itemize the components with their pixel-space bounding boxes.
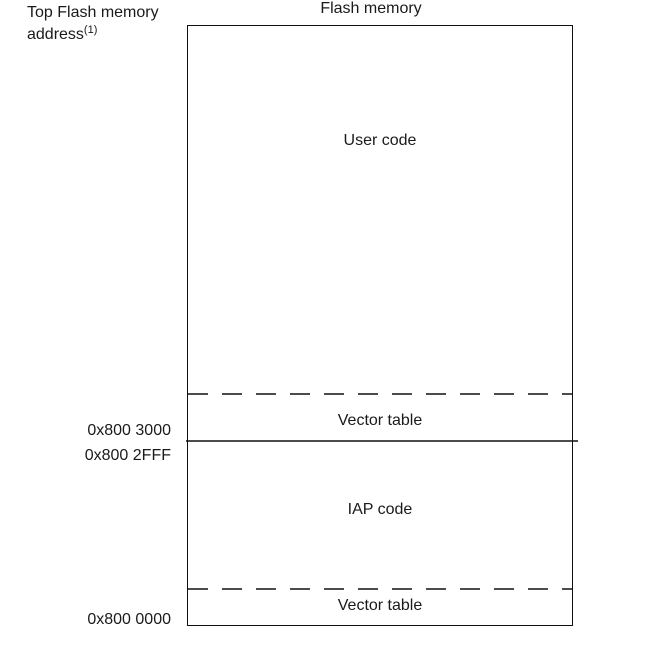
top-flash-address-label: Top Flash memory address(1): [27, 2, 197, 46]
user-code-region: User code: [343, 132, 417, 149]
iap-vector-table-boundary: [188, 588, 572, 590]
address-iap-end: 0x800 2FFF: [84, 447, 171, 464]
user-vector-table-region: Vector table: [337, 412, 423, 429]
address-user-start: 0x800 3000: [87, 422, 171, 439]
iap-code-region: IAP code: [347, 501, 413, 518]
footnote-marker: (1): [83, 24, 98, 36]
user-vector-table-boundary: [188, 393, 572, 395]
iap-user-boundary-line: [186, 440, 578, 442]
flash-memory-title: Flash memory: [320, 0, 422, 17]
address-base: 0x800 0000: [87, 611, 171, 628]
top-flash-address-line2: address: [27, 26, 84, 43]
iap-vector-table-region: Vector table: [337, 597, 423, 614]
top-flash-address-line1: Top Flash memory: [27, 4, 159, 21]
flash-memory-block: User code Vector table IAP code Vector t…: [186, 25, 578, 626]
